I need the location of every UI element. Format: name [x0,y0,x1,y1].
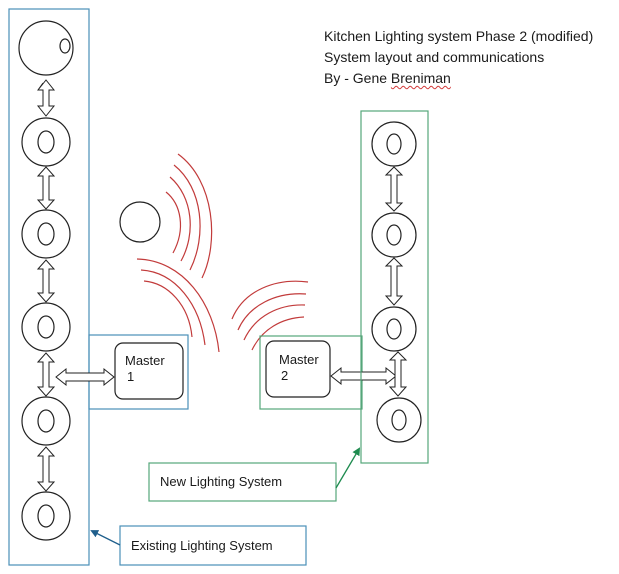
light-fixture [21,209,71,259]
light-fixture [21,491,71,541]
new-link-arrows [384,166,408,397]
master-1-box [114,342,184,400]
existing-link-arrows [36,79,56,492]
light-fixture [371,212,417,258]
existing-system-frame [8,8,90,566]
master-2-label: Master 2 [279,352,319,384]
new-system-pointer-arrow [335,447,361,489]
light-fixture [21,117,71,167]
light-fixture [371,306,417,352]
double-arrow-vertical [36,166,56,210]
double-arrow-horizontal [330,366,397,386]
master-2-box [265,340,331,398]
diagram-subtitle: System layout and communications [324,49,545,65]
diagram-title: Kitchen Lighting system Phase 2 (modifie… [324,28,594,44]
existing-system-callout-label: Existing Lighting System [131,538,273,553]
existing-system-pointer-arrow [90,530,121,546]
double-arrow-vertical [384,257,404,306]
double-arrow-vertical [36,352,56,397]
master-1-frame [88,334,189,410]
double-arrow-vertical [36,259,56,303]
existing-lights [18,20,74,541]
author-name: Breniman [390,70,451,86]
double-arrow-vertical [36,446,56,492]
new-system-frame [360,110,429,464]
light-fixture [371,121,417,167]
new-lights [371,121,422,443]
double-arrow-vertical [36,79,56,117]
master-1-label: Master 1 [125,353,165,385]
new-system-callout-box [148,462,337,502]
light-fixture [21,396,71,446]
existing-system-callout-box [119,525,307,566]
master-2-label-line2: 2 [281,368,289,383]
light-fixture [21,302,71,352]
light-fixture [376,397,422,443]
wireless-signal-master-2 [231,280,309,351]
wireless-node [119,201,161,243]
master-1-label-line1: Master [125,353,165,368]
double-arrow-vertical [388,351,408,397]
double-arrow-vertical [384,166,404,212]
double-arrow-horizontal [55,367,115,387]
wireless-signal-master-1 [136,153,220,353]
diagram-author: By - Gene Breniman [324,70,451,86]
light-fixture-top [18,20,74,76]
master-1-label-line2: 1 [127,369,135,384]
author-prefix: By - Gene [324,70,391,86]
master-2-label-line1: Master [279,352,319,367]
new-system-callout-label: New Lighting System [160,474,283,489]
